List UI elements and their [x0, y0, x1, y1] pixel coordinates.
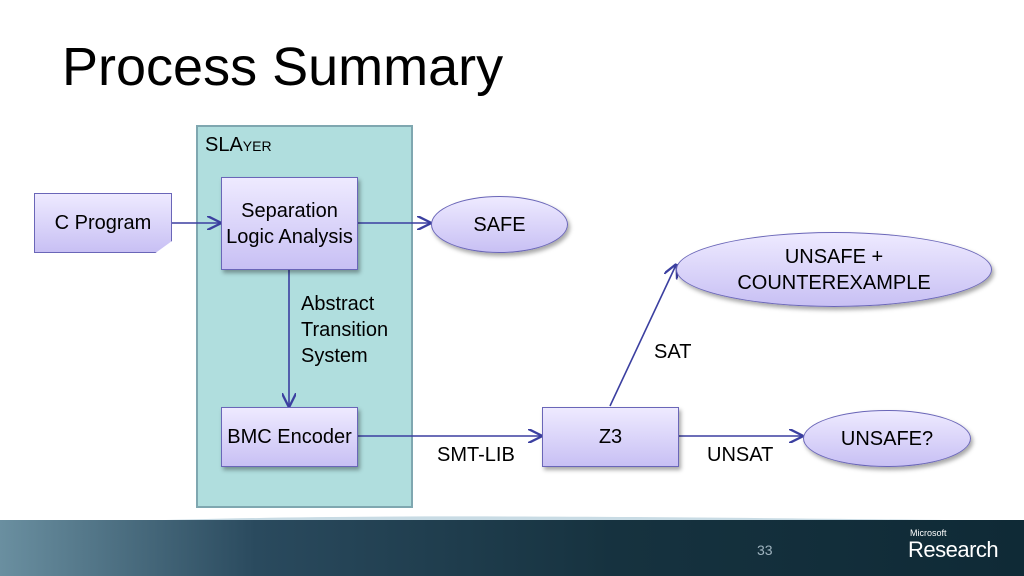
c-program-node: C Program [34, 193, 172, 253]
unsafe-counterexample-node: UNSAFE + COUNTEREXAMPLE [676, 232, 992, 307]
bmc-encoder-label: BMC Encoder [227, 426, 352, 448]
logo-small-text: Microsoft [910, 528, 947, 538]
safe-node: SAFE [431, 196, 568, 253]
abstract-transition-label: Abstract Transition System [301, 293, 389, 367]
edge-z3-unsafe-cex [609, 265, 676, 407]
slide-title: Process Summary [62, 37, 504, 97]
unsafe-question-node: UNSAFE? [803, 410, 971, 467]
page-number: 33 [757, 542, 773, 558]
z3-label: Z3 [598, 426, 623, 448]
microsoft-research-logo: Microsoft Research [908, 528, 999, 562]
z3-node: Z3 [542, 407, 679, 467]
separation-logic-label: Separation Logic Analysis [226, 199, 353, 248]
unsafe-question-label: UNSAFE? [840, 427, 934, 450]
c-program-label: C Program [54, 212, 152, 234]
smt-lib-label: SMT-LIB [437, 444, 515, 466]
unsat-label: UNSAT [707, 444, 774, 466]
slayer-label: SLAyer [205, 134, 272, 156]
logo-big-text: Research [908, 537, 999, 562]
footer-bar [0, 520, 1024, 576]
sat-label: SAT [654, 341, 692, 363]
bmc-encoder-node: BMC Encoder [221, 407, 358, 467]
separation-logic-node: Separation Logic Analysis [221, 177, 358, 270]
safe-label: SAFE [473, 213, 526, 236]
unsafe-counterexample-label: UNSAFE + COUNTEREXAMPLE [737, 245, 931, 294]
